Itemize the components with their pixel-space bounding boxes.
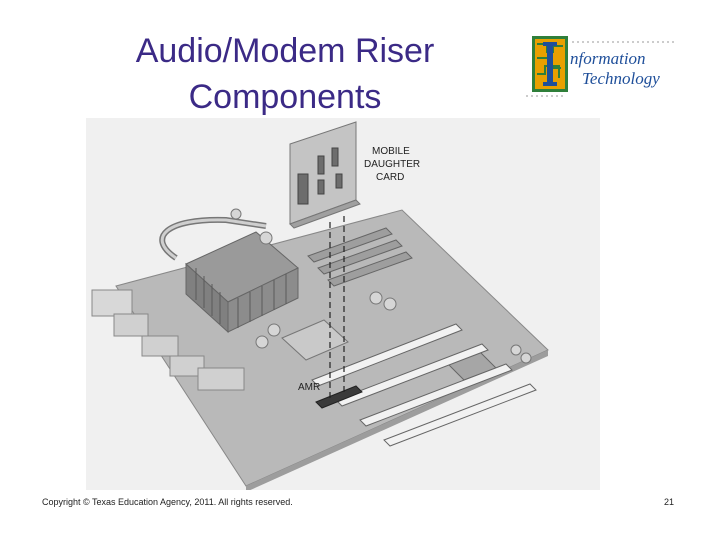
io-ports (91, 289, 133, 317)
motherboard-amr-diagram: AMR MOBILE DAUGHTER CARD (86, 118, 600, 490)
page-number: 21 (664, 497, 675, 507)
card-label-mobile: MOBILE (372, 146, 410, 157)
title-line-2: Components (188, 78, 382, 116)
amr-slot (315, 385, 363, 409)
copyright-text: Copyright © Texas Education Agency, 2011… (42, 497, 293, 507)
slide-title: Audio/Modem Riser Components (60, 28, 510, 120)
information-technology-logo: nformation Technology (524, 28, 684, 100)
amr-label: AMR (298, 382, 320, 393)
card-label-card: CARD (376, 172, 404, 183)
title-line-1: Audio/Modem Riser (135, 32, 435, 70)
logo-word-information: nformation (570, 49, 646, 68)
logo-word-technology: Technology (582, 69, 660, 88)
card-label-daughter: DAUGHTER (364, 159, 420, 170)
